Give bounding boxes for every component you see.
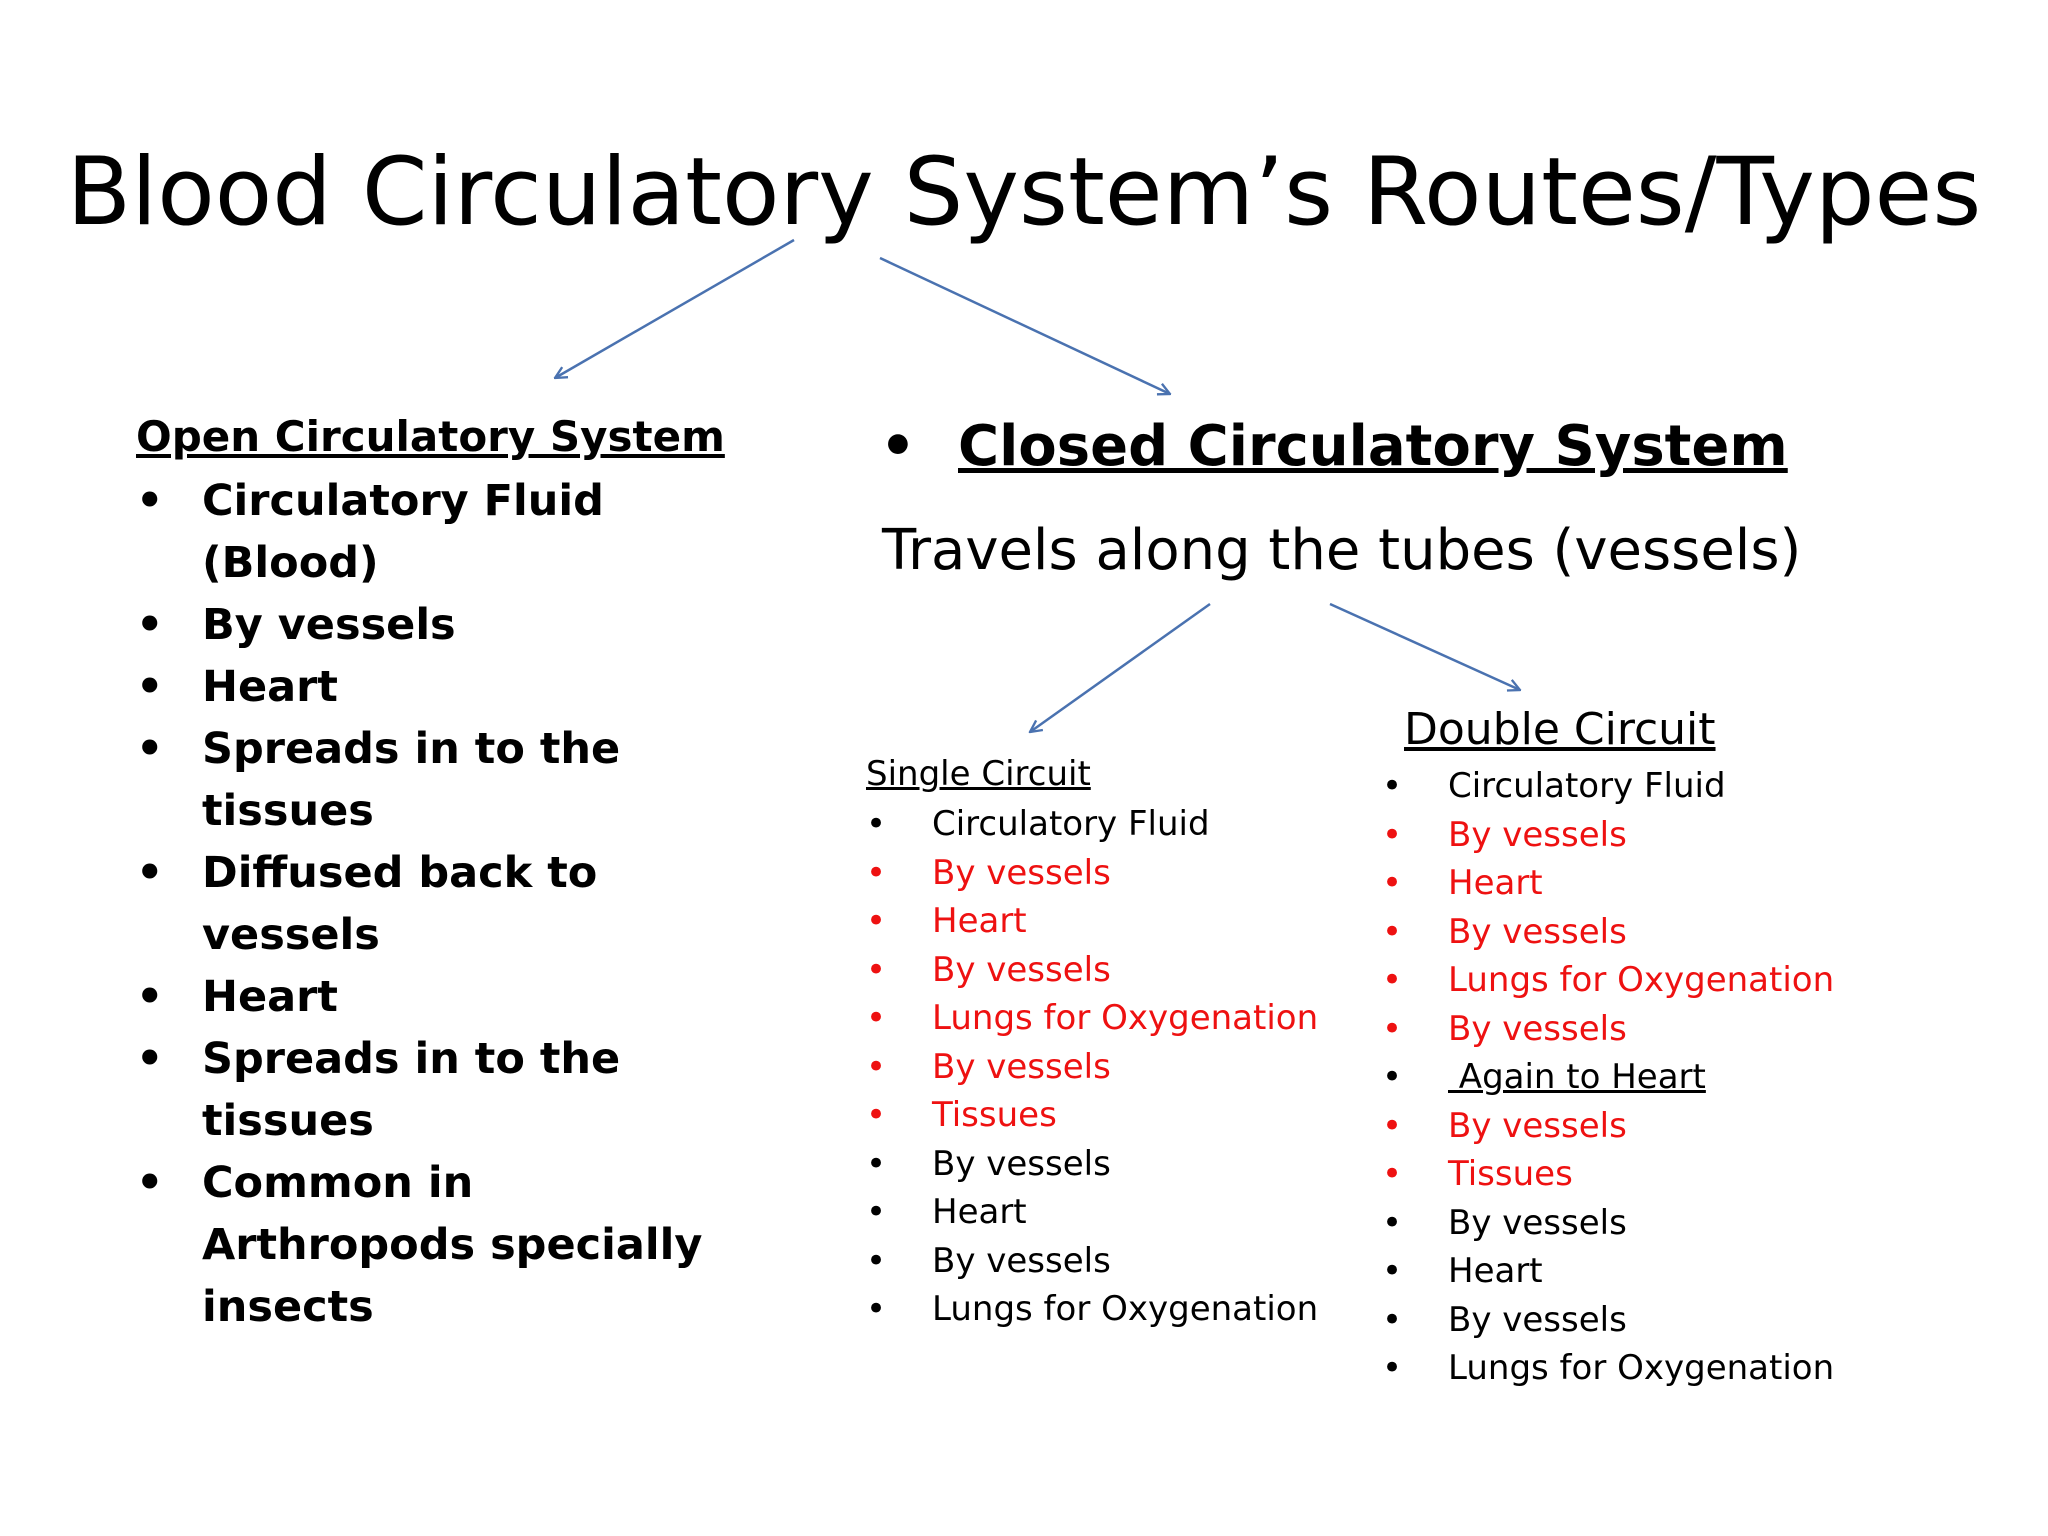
single-circuit-item: Heart bbox=[866, 897, 1318, 946]
double-circuit-item-label: Again to Heart bbox=[1448, 1057, 1706, 1097]
double-circuit-item-label: By vessels bbox=[1448, 911, 1627, 952]
double-circuit-item: Tissues bbox=[1382, 1150, 1834, 1199]
double-circuit-item-label: By vessels bbox=[1448, 1008, 1627, 1049]
double-circuit-item: Again to Heart bbox=[1382, 1053, 1834, 1102]
single-circuit-item: By vessels bbox=[866, 1043, 1318, 1092]
single-circuit-item: Lungs for Oxygenation bbox=[866, 1285, 1318, 1334]
single-circuit-item-label: By vessels bbox=[932, 852, 1111, 893]
double-circuit-item: By vessels bbox=[1382, 811, 1834, 860]
double-circuit-item-label: By vessels bbox=[1448, 1105, 1627, 1146]
single-circuit-item-label: By vessels bbox=[932, 1046, 1111, 1087]
single-circuit-item-label: By vessels bbox=[932, 1143, 1111, 1184]
open-system-item: Heart bbox=[136, 656, 756, 718]
closed-system-row: • Closed Circulatory System bbox=[880, 414, 1788, 479]
arrow-to-closed-system bbox=[879, 256, 1170, 394]
double-circuit-item: By vessels bbox=[1382, 908, 1834, 957]
single-circuit-item: By vessels bbox=[866, 849, 1318, 898]
open-system-item: Circulatory Fluid (Blood) bbox=[136, 470, 756, 594]
single-circuit-item-label: Circulatory Fluid bbox=[932, 804, 1210, 844]
slide-title: Blood Circulatory System’s Routes/Types bbox=[66, 138, 1982, 247]
single-circuit-item-label: By vessels bbox=[932, 1240, 1111, 1281]
single-circuit-item-label: By vessels bbox=[932, 949, 1111, 990]
double-circuit-item-label: Circulatory Fluid bbox=[1448, 766, 1726, 806]
single-circuit-item-label: Heart bbox=[932, 1192, 1027, 1232]
double-circuit-list: Circulatory FluidBy vesselsHeartBy vesse… bbox=[1382, 762, 1834, 1393]
double-circuit-item: By vessels bbox=[1382, 1005, 1834, 1054]
single-circuit-item: Circulatory Fluid bbox=[866, 800, 1318, 849]
single-circuit-item: By vessels bbox=[866, 1237, 1318, 1286]
single-circuit-item: Tissues bbox=[866, 1091, 1318, 1140]
double-circuit-item: Lungs for Oxygenation bbox=[1382, 1344, 1834, 1393]
single-circuit-heading: Single Circuit bbox=[866, 754, 1091, 794]
arrow-to-single-circuit bbox=[1030, 602, 1211, 732]
double-circuit-item-label: By vessels bbox=[1448, 1299, 1627, 1340]
double-circuit-item-label: Heart bbox=[1448, 1251, 1543, 1291]
single-circuit-item: By vessels bbox=[866, 946, 1318, 995]
double-circuit-item: Heart bbox=[1382, 859, 1834, 908]
open-system-item: By vessels bbox=[136, 594, 756, 656]
single-circuit-item: By vessels bbox=[866, 1140, 1318, 1189]
open-system-list: Circulatory Fluid (Blood) By vessels Hea… bbox=[136, 470, 756, 1338]
double-circuit-item: By vessels bbox=[1382, 1102, 1834, 1151]
double-circuit-item: Circulatory Fluid bbox=[1382, 762, 1834, 811]
open-system-item: Diffused back to vessels bbox=[136, 842, 756, 966]
single-circuit-item-label: Heart bbox=[932, 901, 1027, 941]
single-circuit-item: Heart bbox=[866, 1188, 1318, 1237]
double-circuit-heading: Double Circuit bbox=[1404, 704, 1716, 755]
open-system-item: Common in Arthropods specially insects bbox=[136, 1152, 756, 1338]
closed-system-subtitle: Travels along the tubes (vessels) bbox=[882, 518, 1802, 583]
double-circuit-item: By vessels bbox=[1382, 1199, 1834, 1248]
single-circuit-item-label: Tissues bbox=[932, 1095, 1057, 1135]
double-circuit-item: Lungs for Oxygenation bbox=[1382, 956, 1834, 1005]
double-circuit-item-label: Tissues bbox=[1448, 1154, 1573, 1194]
single-circuit-item: Lungs for Oxygenation bbox=[866, 994, 1318, 1043]
double-circuit-item: By vessels bbox=[1382, 1296, 1834, 1345]
arrow-to-open-system bbox=[555, 238, 795, 378]
double-circuit-item: Heart bbox=[1382, 1247, 1834, 1296]
double-circuit-item-label: Lungs for Oxygenation bbox=[1448, 960, 1835, 1000]
open-system-item: Spreads in to the tissues bbox=[136, 718, 756, 842]
double-circuit-item-label: By vessels bbox=[1448, 814, 1627, 855]
open-system-heading: Open Circulatory System bbox=[136, 412, 725, 461]
double-circuit-item-label: Lungs for Oxygenation bbox=[1448, 1348, 1835, 1388]
closed-system-bullet: • bbox=[880, 414, 916, 479]
double-circuit-item-label: Heart bbox=[1448, 863, 1543, 903]
open-system-item: Heart bbox=[136, 966, 756, 1028]
single-circuit-item-label: Lungs for Oxygenation bbox=[932, 1289, 1319, 1329]
double-circuit-item-label: By vessels bbox=[1448, 1202, 1627, 1243]
closed-system-heading: Closed Circulatory System bbox=[958, 414, 1788, 479]
single-circuit-item-label: Lungs for Oxygenation bbox=[932, 998, 1319, 1038]
single-circuit-list: Circulatory FluidBy vesselsHeartBy vesse… bbox=[866, 800, 1318, 1334]
open-system-item: Spreads in to the tissues bbox=[136, 1028, 756, 1152]
arrow-to-double-circuit bbox=[1329, 602, 1520, 690]
